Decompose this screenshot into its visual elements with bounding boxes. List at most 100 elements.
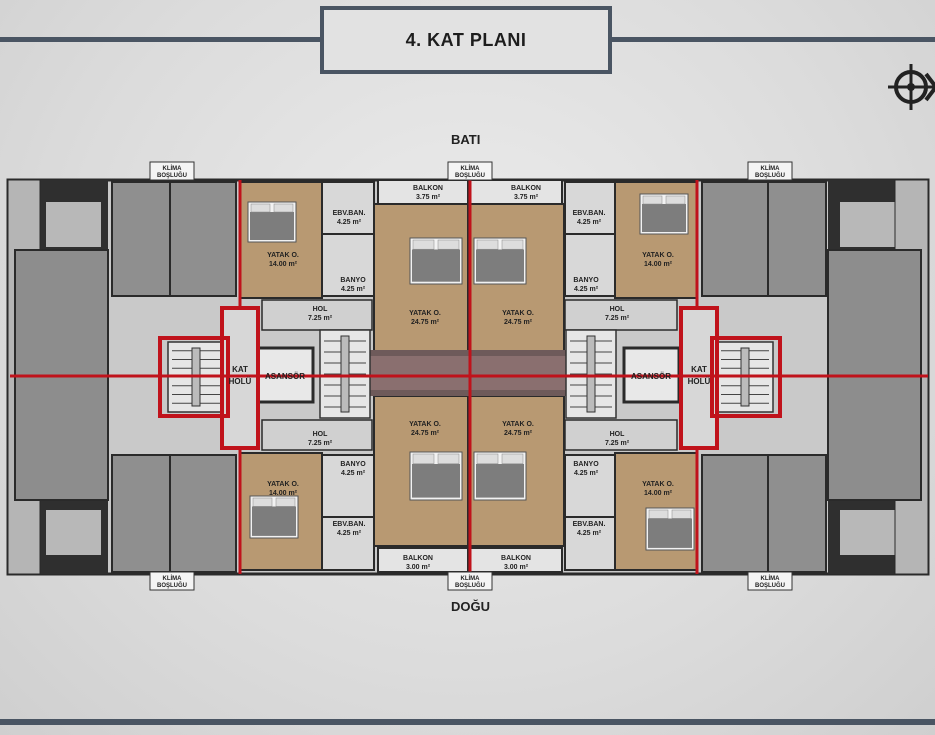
stair-core [586, 335, 596, 413]
ebv-ban-tl-label-area: 4.25 m² [337, 219, 362, 226]
bed-pillow [412, 239, 435, 250]
grey-room-5 [767, 181, 827, 297]
balcony-0 [377, 179, 469, 205]
page-title: 4. KAT PLANI [405, 29, 527, 50]
balkon-bottom-right-label-name: BALKON [501, 555, 531, 562]
hol-corridor-2 [564, 299, 678, 331]
corner-inner-left-0 [46, 202, 101, 247]
grey-room-7 [767, 454, 827, 573]
klima-bottom-center-line1: KLİMA [461, 575, 481, 582]
balcony-2 [377, 547, 469, 573]
bathroom-0 [321, 181, 375, 235]
balkon-top-right-label-name: BALKON [511, 185, 541, 192]
corner-inner-right-1 [840, 510, 895, 555]
hol-tl-label-area: 7.25 m² [308, 315, 333, 322]
bed-icon-large-br [473, 451, 527, 501]
klima-top-right-line1: KLİMA [761, 165, 781, 172]
yatak-large-tr-label-name: YATAK O. [502, 310, 534, 317]
yatak-large-bl-label-name: YATAK O. [409, 421, 441, 428]
asansor-right-label: ASANSÖR [631, 372, 671, 381]
klima-top-left-line2: BOŞLUĞU [157, 171, 187, 179]
klima-bottom-left-box [149, 571, 195, 591]
hol-bl-label-name: HOL [313, 431, 329, 438]
stair-core [340, 335, 350, 413]
klima-top-left-box [149, 161, 195, 181]
yatak-small-br-label-name: YATAK O. [642, 481, 674, 488]
klima-bottom-left-line2: BOŞLUĞU [157, 581, 187, 589]
grey-room-2 [111, 454, 171, 573]
bed-pillow [671, 509, 692, 519]
klima-top-center-line2: BOŞLUĞU [455, 171, 485, 179]
bed-icon-large-tr [473, 237, 527, 285]
staircase-icon-center-right [565, 329, 617, 419]
compass-icon [888, 64, 935, 110]
banyo-tl-label-area: 4.25 m² [341, 286, 366, 293]
grey-room-0 [111, 181, 171, 297]
bed-icon-small-br [645, 507, 695, 551]
bed-pillow [273, 203, 294, 213]
grey-room-1 [169, 181, 237, 297]
yatak-small-br-label-area: 14.00 m² [644, 490, 673, 497]
klima-top-right-line2: BOŞLUĞU [755, 171, 785, 179]
bed-pillow [252, 497, 273, 507]
kat-holu-right-line2: HOLÜ [688, 377, 711, 386]
frame-top-left-line [0, 37, 320, 42]
banyo-bl-label-area: 4.25 m² [341, 470, 366, 477]
yatak-small-tl-label-name: YATAK O. [267, 252, 299, 259]
bed-pillow [501, 239, 524, 250]
ebv-ban-tr-label-name: EBV.BAN. [573, 210, 606, 217]
hol-corridor-3 [564, 419, 678, 451]
bed-pillow [476, 239, 499, 250]
bed-icon-small-tr [639, 193, 689, 235]
ebv-ban-tr-label-area: 4.25 m² [577, 219, 602, 226]
bed-icon-large-bl [409, 451, 463, 501]
klima-top-center-box [447, 161, 493, 181]
balkon-top-right-label-area: 3.75 m² [514, 194, 539, 201]
ebv-ban-bl-label-area: 4.25 m² [337, 530, 362, 537]
direction-top-label: BATI [451, 132, 481, 147]
balcony-3 [469, 547, 563, 573]
hol-bl-label-area: 7.25 m² [308, 440, 333, 447]
bathroom-4 [564, 181, 616, 235]
floor-plan: KLİMABOŞLUĞUKLİMABOŞLUĞUKLİMABOŞLUĞUKLİM… [6, 161, 930, 591]
balkon-bottom-right-label-area: 3.00 m² [504, 564, 529, 571]
bed-pillow [412, 453, 435, 464]
yatak-large-bl-label-area: 24.75 m² [411, 430, 440, 437]
hol-br-label-area: 7.25 m² [605, 440, 630, 447]
corner-inner-right-0 [840, 202, 895, 247]
bathroom-2 [321, 454, 375, 518]
bed-pillow [665, 195, 686, 205]
klima-bottom-right-box [747, 571, 793, 591]
bed-blanket [252, 506, 296, 536]
klima-top-right-box [747, 161, 793, 181]
direction-bottom-label: DOĞU [451, 599, 490, 614]
banyo-tr-label-name: BANYO [573, 277, 599, 284]
kat-holu-right-line1: KAT [691, 365, 707, 374]
hol-tl-label-name: HOL [313, 306, 329, 313]
ebv-ban-bl-label-name: EBV.BAN. [333, 521, 366, 528]
balcony-1 [469, 179, 563, 205]
staircase-icon-center-left [319, 329, 371, 419]
bed-blanket [250, 212, 294, 240]
hol-tr-label-area: 7.25 m² [605, 315, 630, 322]
yatak-large-tl-label-name: YATAK O. [409, 310, 441, 317]
klima-bottom-right-line2: BOŞLUĞU [755, 581, 785, 589]
bathroom-1 [321, 233, 375, 297]
grey-room-4 [701, 181, 769, 297]
bed-pillow [437, 239, 460, 250]
corner-inner-left-1 [46, 510, 101, 555]
bed-blanket [642, 204, 686, 232]
bed-pillow [501, 453, 524, 464]
bed-icon-small-tl [247, 201, 297, 243]
bed-pillow [648, 509, 669, 519]
banyo-bl-label-name: BANYO [340, 461, 366, 468]
ebv-ban-tl-label-name: EBV.BAN. [333, 210, 366, 217]
bathroom-7 [564, 516, 616, 571]
yatak-large-tl-label-area: 24.75 m² [411, 319, 440, 326]
bed-icon-small-bl [249, 495, 299, 539]
balkon-top-left-label-name: BALKON [413, 185, 443, 192]
klima-top-left-line1: KLİMA [163, 165, 183, 172]
klima-top-center-line1: KLİMA [461, 165, 481, 172]
klima-bottom-center-box [447, 571, 493, 591]
frame-top-right-line [612, 37, 935, 42]
